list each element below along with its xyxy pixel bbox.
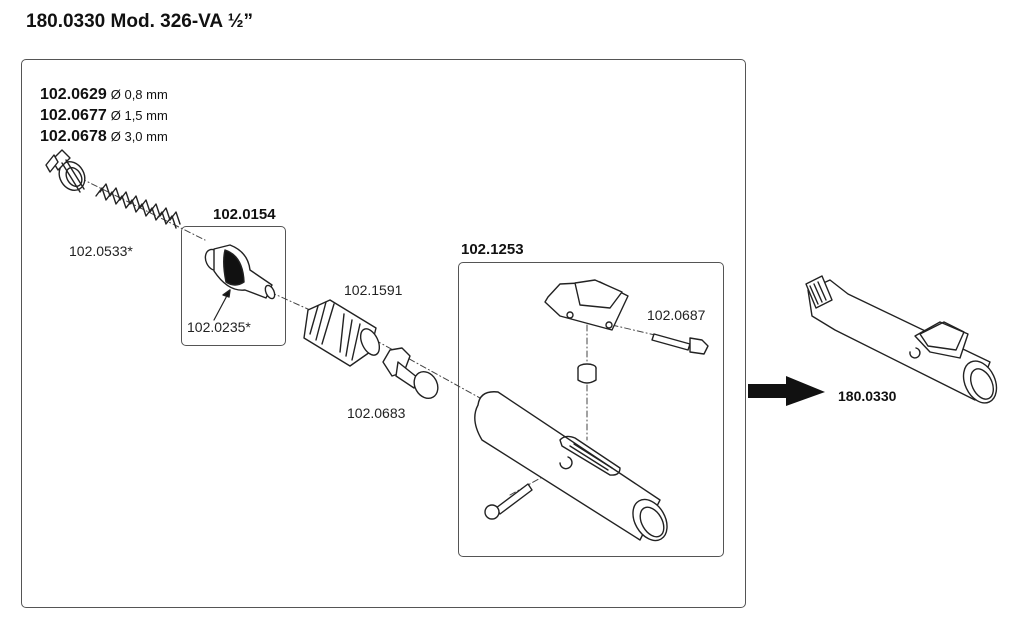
spring-label: 102.0533* — [69, 243, 133, 259]
screw-label: 102.0687 — [647, 307, 706, 323]
handle-tube-icon — [474, 391, 668, 542]
nut-pin-icon — [382, 347, 439, 400]
pin-icon — [484, 483, 533, 520]
nipple-label: 102.1591 — [344, 282, 403, 298]
exploded-view-frame — [21, 59, 746, 608]
assembled-valve-icon — [805, 275, 998, 404]
handle-group-label: 102.1253 — [461, 241, 524, 258]
right-arrow-icon — [748, 376, 825, 406]
valve-insert-label: 102.0235* — [187, 319, 251, 335]
spring-icon — [95, 183, 181, 229]
nozzle-cap-icon — [45, 149, 86, 193]
nipple-icon — [303, 299, 381, 367]
valve-insert-icon — [204, 244, 276, 321]
page-title: 180.0330 Mod. 326-VA ½” — [26, 11, 254, 32]
bushing-icon — [577, 363, 597, 384]
part-number: 102.0677 — [40, 107, 107, 124]
valve-group-box — [181, 226, 286, 346]
handle-group-box — [458, 262, 724, 557]
part-number: 102.0629 — [40, 86, 107, 103]
valve-group-label: 102.0154 — [213, 206, 276, 223]
diameter-label: Ø 3,0 mm — [110, 129, 168, 144]
diameter-label: Ø 0,8 mm — [110, 87, 168, 102]
part-number: 102.0678 — [40, 128, 107, 145]
diameter-label: Ø 1,5 mm — [110, 108, 168, 123]
lever-icon — [544, 279, 629, 331]
screw-icon — [651, 333, 709, 355]
nut-pin-label: 102.0683 — [347, 405, 406, 421]
result-part-label: 180.0330 — [838, 388, 897, 404]
